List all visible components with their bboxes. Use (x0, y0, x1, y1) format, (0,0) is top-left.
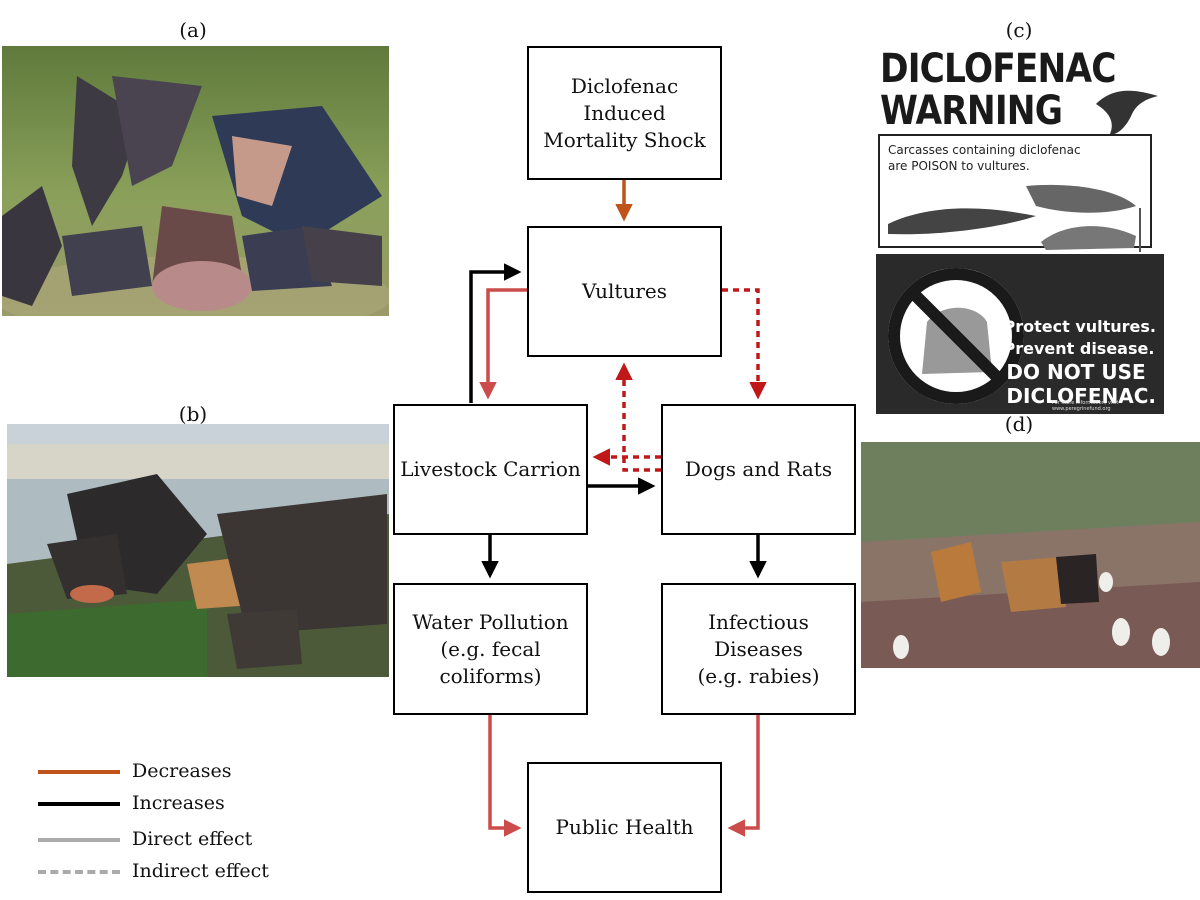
node-dogs-and-rats: Dogs and Rats (661, 404, 856, 535)
poster-footer: For more information, visit www.peregrin… (1052, 400, 1119, 412)
photo-vultures-feeding (2, 46, 389, 316)
poster-title-line1: DICLOFENAC (880, 46, 1116, 92)
legend-increases-swatch (38, 802, 120, 806)
legend-indirect-swatch (38, 870, 120, 874)
panel-label-a: (a) (179, 18, 207, 42)
poster-caption: Carcasses containing diclofenac are POIS… (888, 143, 1081, 173)
legend-decreases: Decreases (38, 757, 298, 787)
legend-indirect: Indirect effect (38, 857, 298, 887)
node-vultures: Vultures (527, 226, 722, 357)
carcass-sketch-icon (888, 184, 1136, 235)
poster-message-strong: DO NOT USE DICLOFENAC. (1006, 360, 1156, 408)
node-livestock-carrion: Livestock Carrion (393, 404, 588, 535)
legend-indirect-label: Indirect effect (132, 860, 269, 882)
prohibition-icon (888, 268, 1024, 404)
photo-river-scavengers (7, 424, 389, 677)
arrow-vultures-to-carrion (479, 288, 527, 400)
arrow-carrion-to-vultures (469, 263, 522, 403)
legend-direct-label: Direct effect (132, 828, 253, 850)
arrow-disease-to-health (727, 715, 760, 837)
poster-message: Protect vultures. Prevent disease. (1003, 317, 1157, 358)
arrow-dogs-to-vultures (615, 362, 661, 472)
legend-decreases-swatch (38, 770, 120, 774)
legend-increases-label: Increases (132, 792, 225, 814)
panel-label-d: (d) (1004, 412, 1034, 436)
panel-label-c: (c) (1005, 18, 1033, 42)
vulture-sketch-icon (1096, 90, 1158, 135)
poster-title-line2: WARNING (880, 88, 1063, 134)
poster-prohibition-box: Protect vultures. Prevent disease. DO NO… (876, 254, 1164, 414)
legend-direct: Direct effect (38, 825, 298, 855)
arrow-vultures-to-dogs (722, 288, 767, 400)
arrow-water-to-health (488, 715, 522, 837)
legend-increases: Increases (38, 789, 298, 819)
photo-dogs-carcasses (861, 442, 1200, 668)
legend-direct-swatch (38, 838, 120, 842)
node-water-pollution: Water Pollution (e.g. fecal coliforms) (393, 583, 588, 715)
poster-caption-box: Carcasses containing diclofenac are POIS… (878, 134, 1152, 248)
node-infectious-diseases: Infectious Diseases (e.g. rabies) (661, 583, 856, 715)
node-diclofenac-shock: Diclofenac Induced Mortality Shock (527, 46, 722, 180)
diclofenac-warning-poster: DICLOFENAC WARNING Carcasses containing … (876, 44, 1166, 416)
panel-label-b: (b) (178, 402, 208, 426)
node-public-health: Public Health (527, 762, 722, 893)
legend-decreases-label: Decreases (132, 760, 232, 782)
livestock-sketch-icon (1041, 208, 1141, 252)
